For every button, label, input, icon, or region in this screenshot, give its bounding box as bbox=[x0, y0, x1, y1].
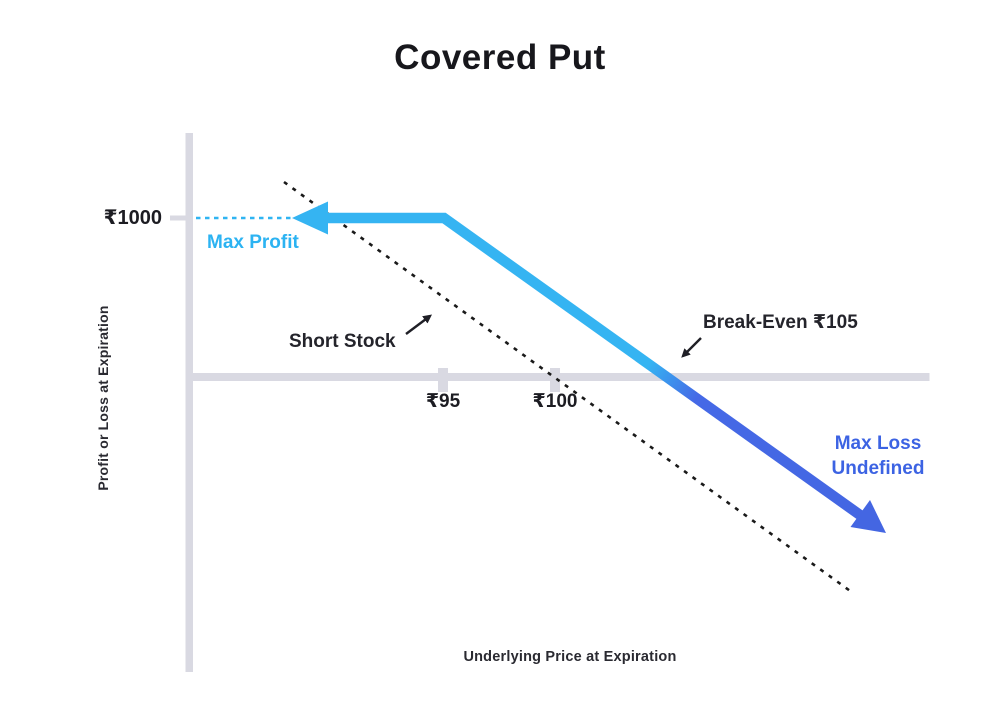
short-stock-dashed-line bbox=[283, 180, 854, 595]
x-tick-label-95: ₹95 bbox=[425, 391, 461, 412]
y-axis-title: Profit or Loss at Expiration bbox=[95, 305, 111, 491]
x-axis-title: Underlying Price at Expiration bbox=[463, 649, 677, 665]
max-loss-label: Max Loss Undefined bbox=[798, 431, 958, 481]
max-profit-label: Max Profit bbox=[207, 232, 299, 253]
short-stock-annotation-arrow bbox=[405, 314, 432, 335]
y-tick-label-1000: ₹1000 bbox=[103, 207, 162, 229]
break-even-label: Break-Even ₹105 bbox=[703, 312, 858, 333]
covered-put-payoff-line bbox=[316, 212, 864, 520]
chart-title: Covered Put bbox=[394, 38, 606, 77]
y-tick-1000 bbox=[170, 215, 193, 221]
x-tick-95 bbox=[438, 368, 448, 392]
x-tick-100 bbox=[550, 368, 560, 392]
short-stock-label: Short Stock bbox=[289, 331, 396, 352]
break-even-annotation-arrow bbox=[681, 337, 702, 358]
payoff-left-arrowhead bbox=[292, 201, 328, 235]
x-tick-label-100: ₹100 bbox=[532, 391, 578, 412]
y-axis-bar bbox=[185, 133, 193, 672]
payoff-right-arrowhead bbox=[850, 500, 886, 533]
max-loss-label-line2: Undefined bbox=[831, 458, 925, 479]
max-loss-label-line1: Max Loss bbox=[834, 433, 922, 454]
